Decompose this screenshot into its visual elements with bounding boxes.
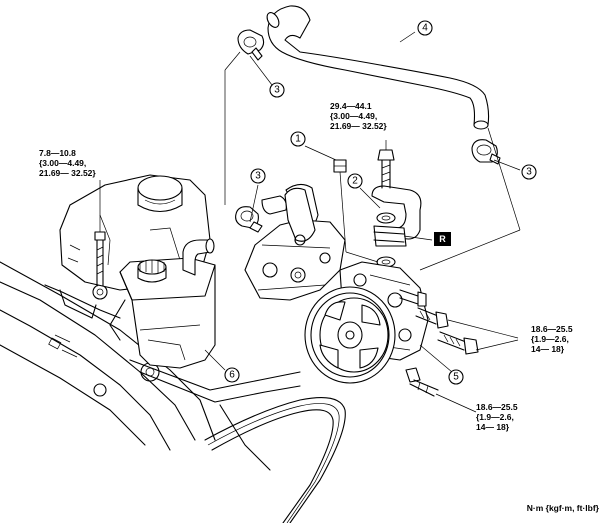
leader-lines: [204, 31, 521, 413]
svg-text:6: 6: [229, 370, 235, 381]
union-bolt: [377, 149, 395, 189]
suction-hose: [266, 5, 490, 130]
callout-6: 6: [224, 367, 240, 383]
svg-text:3: 3: [274, 85, 280, 96]
pump-bolt-upper: [415, 307, 449, 329]
callout-3-middle: 3: [250, 168, 266, 184]
unit-note: N·m {kgf·m, ft·lbf}: [526, 503, 599, 513]
hose-clamp-middle: [235, 206, 263, 233]
pressure-pipe: [371, 185, 422, 247]
svg-text:1: 1: [295, 134, 301, 145]
copper-washers: [376, 212, 396, 268]
o-ring-seal: [333, 159, 347, 173]
reservoir-bolt: [94, 180, 106, 287]
svg-text:3: 3: [255, 171, 261, 182]
hose-clamp-upper-left: [237, 29, 265, 61]
pump-bolt-lower: [405, 367, 439, 397]
replace-mark: R: [434, 232, 451, 246]
svg-text:R: R: [439, 234, 446, 244]
callout-3-right: 3: [521, 164, 537, 180]
torque-spec-pipe-bolt: 29.4—44.1 {3.00—4.49, 21.69— 32.52}: [330, 101, 387, 131]
pump-bolt-middle: [437, 331, 479, 355]
engine-block: [244, 187, 346, 301]
pump-bolt-rear: [399, 289, 427, 307]
svg-text:4: 4: [422, 23, 428, 34]
torque-spec-reservoir-bolt: 7.8—10.8 {3.00—4.49, 21.69— 32.52}: [39, 148, 96, 178]
svg-text:5: 5: [453, 372, 459, 383]
callout-4: 4: [417, 20, 433, 36]
svg-text:3: 3: [526, 167, 532, 178]
callout-2: 2: [347, 173, 363, 189]
callout-1: 1: [290, 131, 306, 147]
callout-5: 5: [448, 369, 464, 385]
torque-spec-pump-bolts-lower: 18.6—25.5 {1.9—2.6, 14— 18}: [476, 402, 518, 432]
torque-spec-pump-bolts-upper: 18.6—25.5 {1.9—2.6, 14— 18}: [531, 324, 573, 354]
callout-3-top: 3: [269, 82, 285, 98]
reservoir-bracket: [44, 284, 121, 319]
pump-pulley: [304, 286, 396, 384]
drive-belt: [204, 397, 346, 523]
svg-text:2: 2: [352, 176, 358, 187]
oil-reservoir: [119, 238, 216, 369]
